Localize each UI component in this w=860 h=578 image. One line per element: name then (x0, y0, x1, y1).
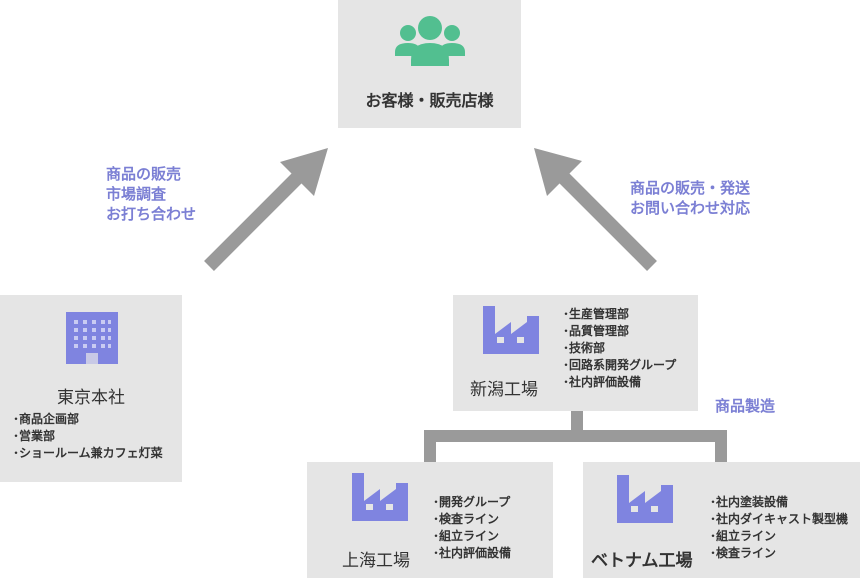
tokyo-departments: 商品企画部 営業部 ショールーム兼カフェ灯菜 (14, 411, 163, 462)
manufacturing-label: 商品製造 (715, 397, 776, 415)
right-label-line: 商品の販売・発送 (630, 179, 751, 197)
list-item: 検査ライン (434, 511, 511, 528)
office-building-icon (66, 312, 118, 364)
vietnam-factory-box: ベトナム工場 社内塗装設備 社内ダイキャスト製型機 組立ライン 検査ライン (583, 462, 860, 578)
left-label-line: 市場調査 (106, 185, 167, 203)
list-item: 商品企画部 (14, 411, 163, 428)
left-label-line: お打ち合わせ (106, 205, 197, 223)
list-item: 検査ライン (711, 545, 848, 562)
connector-stem (571, 411, 583, 431)
niigata-departments: 生産管理部 品質管理部 技術部 回路系開発グループ 社内評価設備 (564, 306, 676, 391)
right-arrow-label: 商品の販売・発送 お問い合わせ対応 (630, 178, 750, 218)
list-item: 開発グループ (434, 494, 511, 511)
list-item: 社内評価設備 (564, 374, 676, 391)
list-item: 生産管理部 (564, 306, 676, 323)
list-item: 組立ライン (434, 528, 511, 545)
list-item: 社内塗装設備 (711, 494, 848, 511)
customer-title: お客様・販売店様 (365, 91, 494, 110)
shanghai-departments: 開発グループ 検査ライン 組立ライン 社内評価設備 (434, 494, 511, 562)
vietnam-title: ベトナム工場 (591, 551, 693, 571)
shanghai-title: 上海工場 (342, 551, 410, 571)
left-arrow-label: 商品の販売 市場調査 お打ち合わせ (106, 164, 196, 224)
connector-horizontal (424, 430, 727, 442)
list-item: 組立ライン (711, 528, 848, 545)
connector-left-drop (424, 430, 436, 462)
left-label-line: 商品の販売 (106, 165, 182, 183)
list-item: 営業部 (14, 428, 163, 445)
list-item: 社内評価設備 (434, 545, 511, 562)
shanghai-factory-box: 上海工場 開発グループ 検査ライン 組立ライン 社内評価設備 (307, 462, 553, 578)
factory-icon (483, 306, 539, 354)
vietnam-departments: 社内塗装設備 社内ダイキャスト製型機 組立ライン 検査ライン (711, 494, 848, 562)
niigata-factory-box: 新潟工場 生産管理部 品質管理部 技術部 回路系開発グループ 社内評価設備 (453, 295, 698, 411)
list-item: 社内ダイキャスト製型機 (711, 511, 848, 528)
factory-icon (352, 473, 408, 521)
customer-box: お客様・販売店様 (338, 0, 521, 128)
list-item: 回路系開発グループ (564, 357, 676, 374)
people-group-icon (395, 16, 465, 66)
connector-right-drop (715, 430, 727, 462)
factory-icon (617, 475, 673, 523)
list-item: ショールーム兼カフェ灯菜 (14, 445, 163, 462)
tokyo-hq-box: 東京本社 商品企画部 営業部 ショールーム兼カフェ灯菜 (0, 295, 182, 482)
list-item: 品質管理部 (564, 323, 676, 340)
list-item: 技術部 (564, 340, 676, 357)
right-label-line: お問い合わせ対応 (630, 199, 751, 217)
niigata-title: 新潟工場 (470, 380, 538, 400)
tokyo-title: 東京本社 (57, 388, 125, 408)
